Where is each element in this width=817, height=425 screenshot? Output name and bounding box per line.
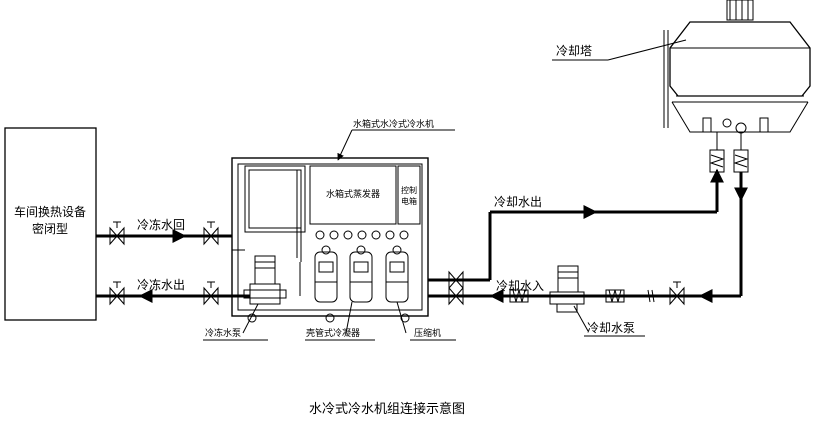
compressor-label: 压缩机 — [414, 327, 441, 339]
chilled-water-return-label: 冷冻水回 — [137, 217, 185, 232]
compressor-icon — [385, 245, 409, 303]
control-box-label-line2: 电箱 — [401, 196, 417, 206]
workshop-label-line1: 车间换热设备 — [14, 204, 86, 219]
valve-icon — [109, 286, 125, 306]
cooling-water-pump: 冷却水泵 — [549, 265, 645, 337]
chilled-water-return-pipe: 冷冻水回 — [96, 217, 232, 246]
unit-title-label: 水箱式水冷式冷水机 — [353, 118, 434, 130]
chilled-water-out-label: 冷冻水出 — [137, 277, 185, 292]
compressor-icon — [349, 245, 373, 303]
flex-joint-icon — [733, 149, 749, 173]
shell-tube-condenser-label: 壳管式冷凝器 — [306, 327, 360, 339]
cooling-tower-label: 冷却塔 — [556, 44, 592, 58]
valve-icon — [109, 226, 125, 246]
valve-icon — [669, 286, 685, 306]
tank-evaporator-shell — [244, 165, 306, 233]
cooling-water-in-label: 冷却水入 — [496, 279, 544, 293]
chilled-water-out-pipe: 冷冻水出 — [96, 277, 250, 306]
cooling-water-pump-label: 冷却水泵 — [587, 321, 635, 335]
diagram-title: 水冷式冷水机组连接示意图 — [309, 401, 465, 417]
compressor-icon — [314, 245, 338, 303]
workshop-equipment: 车间换热设备 密闭型 — [4, 127, 97, 321]
valve-icon — [448, 286, 464, 306]
pump-icon — [243, 255, 287, 305]
flex-joint-icon — [709, 149, 725, 173]
cooling-tower: 冷却塔 — [552, 0, 811, 173]
workshop-label-line2: 密闭型 — [32, 221, 68, 236]
pressure-gauges — [315, 230, 409, 240]
evaporator-panel — [309, 165, 397, 225]
control-box — [397, 165, 421, 225]
chiller-unit: 水箱式蒸发器 控制 电箱 — [231, 118, 455, 323]
cooling-water-out-label: 冷却水出 — [494, 195, 542, 209]
unit-callouts: 冷冻水泵 壳管式冷凝器 压缩机 — [203, 301, 456, 341]
valve-icon — [203, 286, 219, 306]
tank-evaporator-label: 水箱式蒸发器 — [326, 188, 380, 200]
valve-icon — [448, 270, 464, 290]
cooling-water-pipes: 冷却水出 冷却水入 — [428, 168, 748, 306]
valve-icon — [203, 226, 219, 246]
chilled-water-pump-label: 冷冻水泵 — [205, 327, 241, 339]
control-box-label-line1: 控制 — [401, 185, 417, 195]
